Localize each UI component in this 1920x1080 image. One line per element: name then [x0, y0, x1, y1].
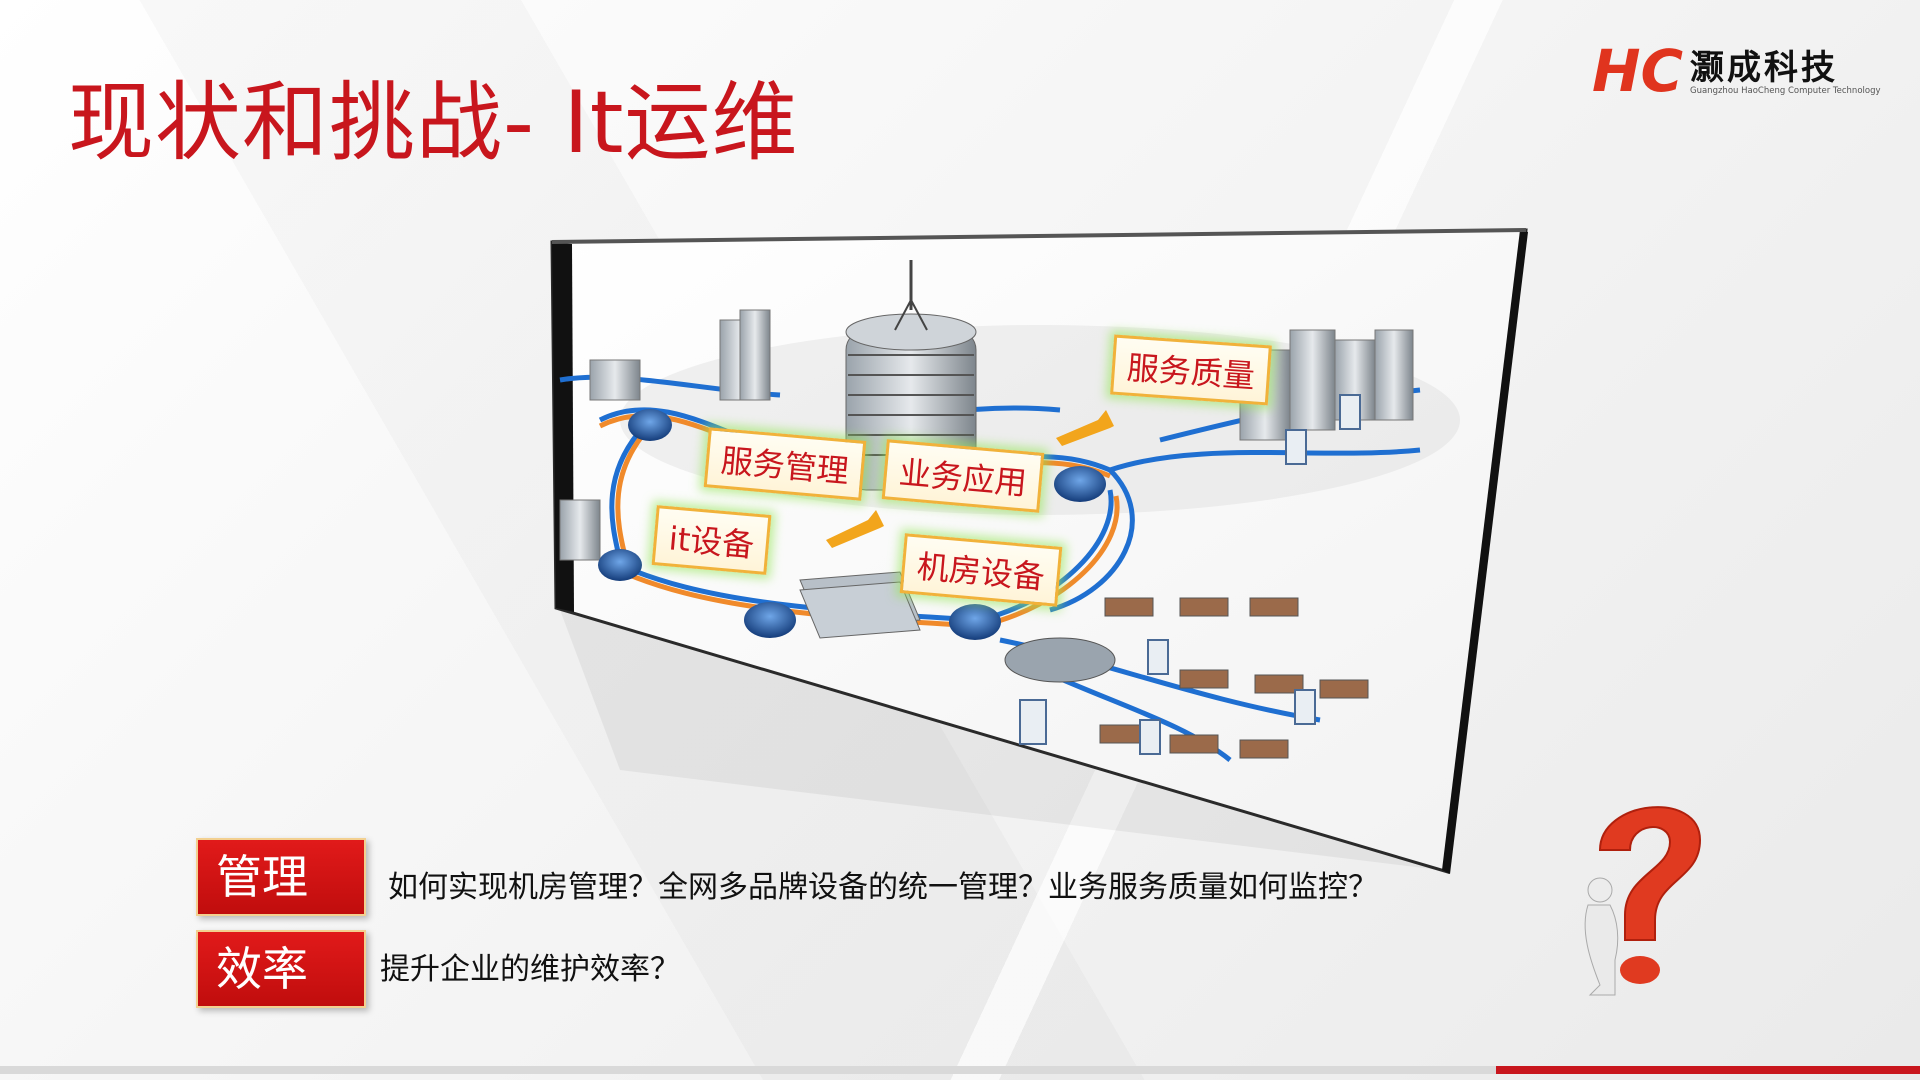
row-text-efficiency: 提升企业的维护效率？: [380, 944, 680, 988]
label-service-management: 服务管理: [704, 427, 867, 501]
company-logo: HC 灏成科技 Guangzhou HaoCheng Computer Tech…: [1592, 38, 1872, 104]
logo-mark: HC: [1592, 38, 1683, 104]
label-business-application: 业务应用: [882, 439, 1045, 513]
question-mark-figure: [1560, 780, 1710, 1010]
badge-management: 管理: [196, 838, 366, 916]
screen-shadow: [560, 610, 1460, 870]
footer-accent: [1496, 1066, 1920, 1074]
houses: [1100, 598, 1368, 758]
logo-subtitle: Guangzhou HaoCheng Computer Technology: [1690, 86, 1881, 96]
footer-line: [0, 1066, 1496, 1074]
badge-efficiency: 效率: [196, 930, 366, 1008]
label-machine-room: 机房设备: [900, 533, 1063, 607]
monitor-top-edge: [552, 230, 1526, 242]
cabinets: [1020, 395, 1360, 754]
page-title: 现状和挑战- It运维: [68, 52, 798, 177]
row-text-management: 如何实现机房管理？全网多品牌设备的统一管理？业务服务质量如何监控？: [388, 862, 1378, 906]
label-it-equipment: it设备: [652, 505, 772, 575]
monitor-left-bar: [552, 242, 574, 612]
dome-building: [1005, 638, 1115, 682]
monitor-edge: [1442, 230, 1528, 874]
logo-name: 灏成科技: [1690, 40, 1838, 89]
label-service-quality: 服务质量: [1110, 335, 1272, 406]
